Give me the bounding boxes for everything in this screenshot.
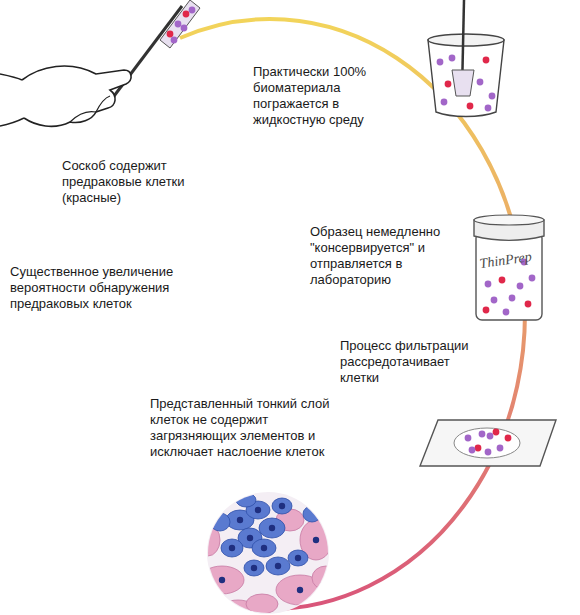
cell-nucleus xyxy=(297,587,303,593)
cell-dot xyxy=(469,447,476,454)
glandular-cell xyxy=(210,513,230,531)
glass-slide xyxy=(420,420,556,466)
cell-dot xyxy=(171,37,178,44)
glandular-cell xyxy=(236,493,256,507)
cell-dot xyxy=(489,93,496,100)
cell-dots xyxy=(167,7,536,456)
cell-nucleus xyxy=(247,535,253,541)
cell-dot xyxy=(525,301,532,308)
cell-dot xyxy=(505,435,512,442)
glandular-cell xyxy=(303,506,321,522)
cell-dot xyxy=(503,309,510,316)
cell-nucleus xyxy=(251,565,257,571)
cell-dot xyxy=(517,283,524,290)
cup-rim xyxy=(428,34,504,46)
cell-dot xyxy=(475,445,482,452)
cell-dot xyxy=(485,449,492,456)
glandular-cell xyxy=(272,498,292,514)
cell-dot xyxy=(467,103,474,110)
cell-dot xyxy=(175,21,182,28)
cell-nucleus xyxy=(275,563,281,569)
cell-dot xyxy=(483,307,490,314)
squamous-cell xyxy=(312,566,340,590)
cell-dot xyxy=(487,433,494,440)
cell-dot xyxy=(441,99,448,106)
collection-cup xyxy=(428,40,504,117)
cell-dot xyxy=(477,79,484,86)
cell-dot xyxy=(437,59,444,66)
brush-handle xyxy=(108,6,182,104)
cell-nucleus xyxy=(235,609,241,615)
vial-lid-top xyxy=(474,215,544,225)
slide-spot xyxy=(454,428,520,458)
cycle-ring xyxy=(180,19,525,609)
step-note: Соскоб содержит предраковые клетки (крас… xyxy=(62,158,212,206)
hand-outline xyxy=(22,66,131,126)
cell-nucleus xyxy=(229,545,235,551)
step-note: Представленный тонкий слой клеток не сод… xyxy=(150,396,346,460)
cell-nucleus xyxy=(237,517,243,523)
cell-nucleus xyxy=(295,555,301,561)
glandular-cell xyxy=(266,557,290,575)
cell-nucleus xyxy=(261,545,267,551)
cell-dot xyxy=(479,431,486,438)
brush-tuft xyxy=(160,0,200,48)
cell-nucleus xyxy=(219,577,225,583)
squamous-cell xyxy=(246,594,278,614)
outcome-note: Существенное увеличение вероятности обна… xyxy=(10,264,178,312)
cell-dot xyxy=(183,11,190,18)
cell-dot xyxy=(483,57,490,64)
cell-dot xyxy=(189,7,196,14)
cell-nucleus xyxy=(269,525,275,531)
cell-dot xyxy=(499,277,506,284)
cell-dot xyxy=(491,297,498,304)
step-note: Процесс фильтрации рассредотачивает клет… xyxy=(340,338,472,386)
vial-body xyxy=(476,232,542,320)
cell-nucleus xyxy=(313,537,319,543)
hand-fingers xyxy=(70,96,110,122)
cell-dot xyxy=(449,55,456,62)
cell-dot xyxy=(465,435,472,442)
glandular-cell xyxy=(288,550,308,566)
micrograph-cells xyxy=(196,493,340,615)
cell-dot xyxy=(167,31,174,38)
squamous-cell xyxy=(200,566,244,594)
cell-dot xyxy=(493,429,500,436)
cell-dot xyxy=(497,445,504,452)
cell-nucleus xyxy=(255,507,261,513)
cell-dot xyxy=(509,295,516,302)
glandular-cell xyxy=(244,560,264,576)
glandular-cell xyxy=(221,539,243,557)
glandular-cell xyxy=(259,518,285,538)
cell-nucleus xyxy=(279,503,285,509)
cell-dot xyxy=(445,81,452,88)
cell-dot xyxy=(485,105,492,112)
cell-dot xyxy=(181,25,188,32)
spatula-head xyxy=(452,70,474,96)
glandular-cell xyxy=(252,539,276,557)
step-note: Практически 100% биоматериала погражаетс… xyxy=(253,64,393,128)
step-note: Образец немедленно "консервируется" и от… xyxy=(310,224,458,288)
hand-wrist xyxy=(0,74,24,126)
cell-dot xyxy=(529,275,536,282)
cell-dot xyxy=(485,281,492,288)
